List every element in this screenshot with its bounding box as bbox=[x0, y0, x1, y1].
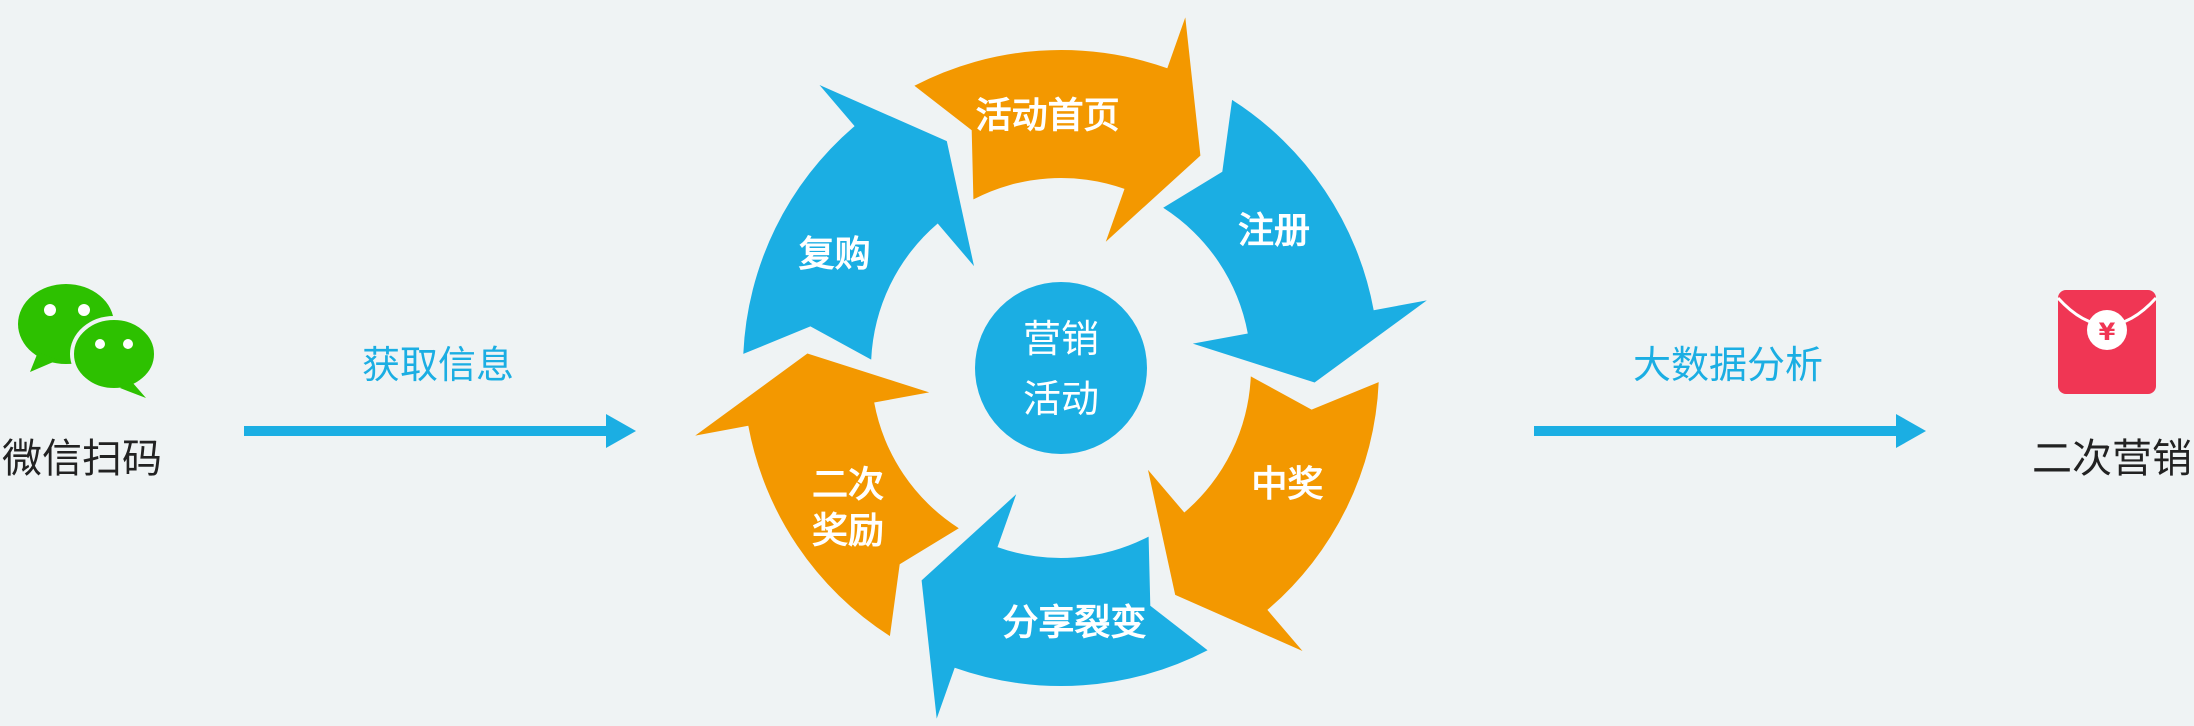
get-info-arrow-head bbox=[606, 414, 636, 448]
cycle-arrow-home bbox=[914, 17, 1201, 242]
cycle-label-register: 注册 bbox=[1238, 211, 1310, 252]
wechat-scan-label: 微信扫码 bbox=[2, 436, 162, 482]
big-data-label: 大数据分析 bbox=[1633, 343, 1823, 387]
center-label-line-1: 营销 bbox=[1023, 317, 1099, 361]
center-circle bbox=[975, 282, 1147, 454]
cycle-label-win: 中奖 bbox=[1251, 464, 1323, 505]
cycle-arrow-register bbox=[1163, 99, 1427, 383]
secondary-marketing-label: 二次营销 bbox=[2032, 436, 2192, 482]
wechat-icon bbox=[18, 284, 158, 398]
center-label-line-2: 活动 bbox=[1023, 377, 1099, 421]
secondary-marketing-node: ¥ 二次营销 bbox=[2032, 290, 2192, 482]
cycle-center: 营销 活动 bbox=[975, 282, 1147, 454]
get-info-arrow-shaft bbox=[244, 426, 612, 436]
big-data-arrow-head bbox=[1896, 414, 1926, 448]
big-data-arrow: 大数据分析 bbox=[1534, 343, 1926, 448]
cycle-label-reward-2: 奖励 bbox=[812, 510, 884, 551]
cycle-arrow-reward bbox=[695, 353, 959, 637]
cycle-arrow-share bbox=[921, 494, 1208, 719]
wechat-scan-node: 微信扫码 bbox=[2, 284, 162, 482]
cycle-arrow-win bbox=[1148, 376, 1379, 651]
cycle-label-reward-1: 二次 bbox=[812, 464, 884, 505]
envelope-symbol: ¥ bbox=[2099, 318, 2116, 346]
cycle-label-repurchase: 复购 bbox=[799, 234, 871, 275]
cycle-arrow-repurchase bbox=[743, 85, 974, 360]
get-info-arrow: 获取信息 bbox=[244, 343, 636, 448]
big-data-arrow-shaft bbox=[1534, 426, 1902, 436]
red-envelope-icon: ¥ bbox=[2056, 290, 2158, 394]
cycle-label-share: 分享裂变 bbox=[1002, 602, 1146, 644]
get-info-label: 获取信息 bbox=[362, 343, 514, 387]
cycle-label-home: 活动首页 bbox=[976, 95, 1120, 136]
